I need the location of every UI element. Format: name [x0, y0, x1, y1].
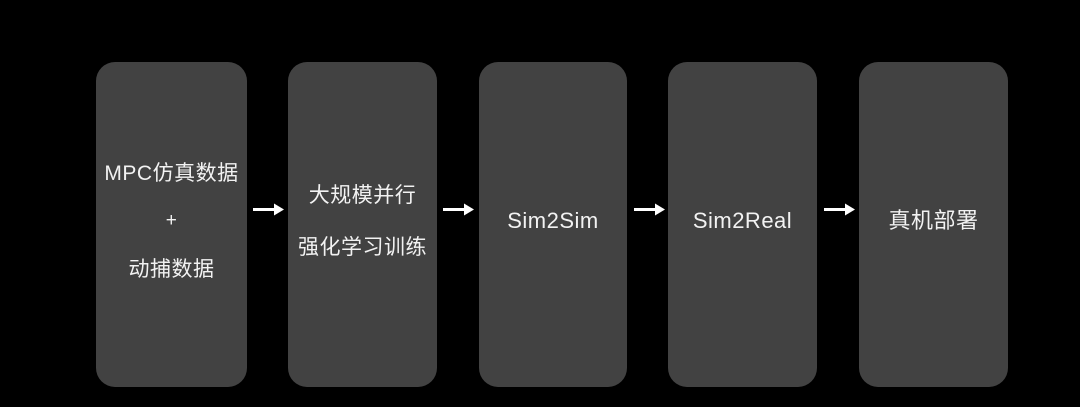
stage-label-line: 大规模并行: [308, 184, 417, 208]
arrow-right-icon: [443, 203, 474, 216]
stage-label-group: Sim2Real: [668, 209, 817, 233]
arrow-right-icon: [253, 203, 284, 216]
arrow-right-icon: [634, 203, 665, 216]
stage-box-real-robot-deploy[interactable]: 真机部署: [859, 62, 1008, 387]
arrow-right-icon: [824, 203, 855, 216]
stage-label-line: Sim2Sim: [507, 208, 599, 234]
stage-label-group: 真机部署: [859, 209, 1008, 233]
stage-label-line: MPC仿真数据: [104, 161, 239, 185]
stage-label-line: 强化学习训练: [298, 235, 427, 259]
stage-label-line: 动捕数据: [128, 257, 215, 281]
stage-label-group: Sim2Sim: [479, 209, 627, 233]
stage-box-mpc-data[interactable]: MPC仿真数据 + 动捕数据: [96, 62, 247, 387]
stage-label-line: +: [165, 210, 178, 232]
stage-label-line: 真机部署: [888, 208, 979, 234]
stage-box-sim2sim[interactable]: Sim2Sim: [479, 62, 627, 387]
stage-box-sim2real[interactable]: Sim2Real: [668, 62, 817, 387]
stage-label-line: Sim2Real: [692, 208, 793, 234]
stage-label-group: 大规模并行 强化学习训练: [288, 184, 437, 258]
stage-box-large-scale-rl[interactable]: 大规模并行 强化学习训练: [288, 62, 437, 387]
stage-label-group: MPC仿真数据 + 动捕数据: [96, 162, 247, 281]
